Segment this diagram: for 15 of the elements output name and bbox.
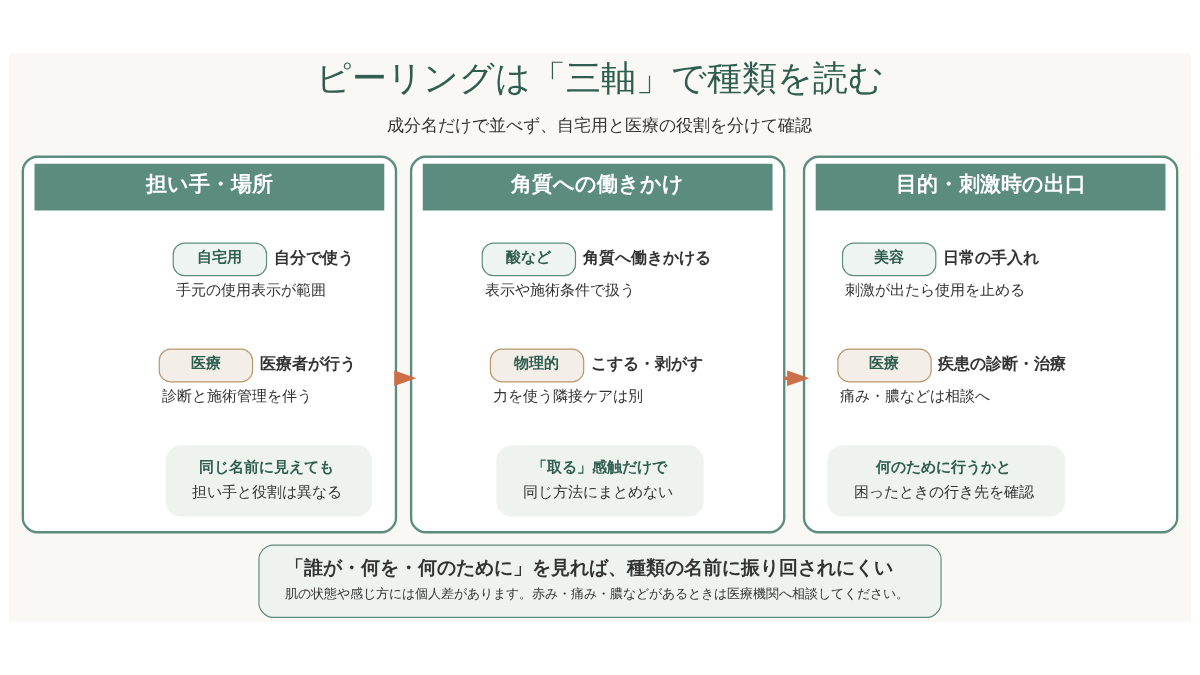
node-label: 医療者が行う [259, 353, 356, 373]
node-label: 刺激が出たら使用を止める [844, 280, 1025, 299]
node-box: 「誰が・何を・何のために」を見れば、種類の名前に振り回されにくい 肌の状態や感じ方には個人差があります。赤み・痛み・膿などがあるときは医療機関へ相談してください。 [258, 544, 942, 618]
node-label: 角質へ働きかける [582, 247, 711, 267]
node-label: 痛み・膿などは相談へ [840, 386, 991, 405]
node-label: 手元の使用表示が範囲 [175, 280, 326, 299]
node-label: 力を使う隣接ケアは別 [492, 386, 643, 405]
node-label: こする・剥がす [590, 353, 703, 373]
node-label: 診断と施術管理を伴う [161, 386, 312, 405]
label: 成分名だけで並べず、自宅用と医療の役割を分けて確認 [387, 114, 813, 135]
node-label: 表示や施術条件で扱う [484, 280, 635, 299]
node-label: 疾患の診断・治療 [938, 353, 1067, 373]
node-label: 自分で使う [273, 247, 354, 267]
node-label: 日常の手入れ [942, 247, 1039, 267]
diagram-title: ピーリングは「三軸」で種類を読む [316, 58, 884, 99]
